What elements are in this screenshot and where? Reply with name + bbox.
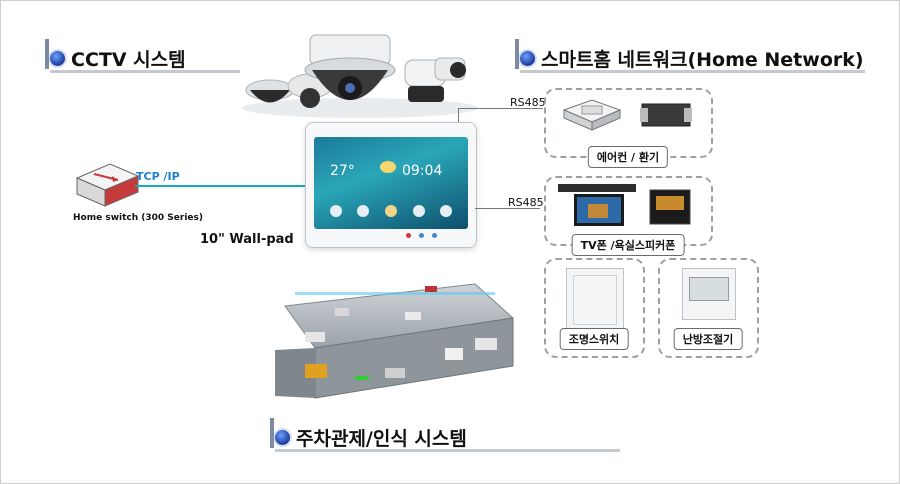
header-bar xyxy=(515,39,519,69)
tv-phone-icon xyxy=(558,184,636,226)
tcp-line xyxy=(135,185,305,187)
bullet-icon xyxy=(520,51,535,66)
app-icon xyxy=(440,205,453,217)
wallpad-buttons xyxy=(406,233,437,238)
light-tag: 조명스위치 xyxy=(559,328,629,350)
light-box: 조명스위치 xyxy=(544,258,645,358)
aircon-cassette-icon xyxy=(562,99,622,131)
rs485-line-mid xyxy=(475,208,540,209)
button-icon xyxy=(419,233,424,238)
wallpad-device: 27° 09:04 xyxy=(305,122,477,248)
cctv-title: CCTV 시스템 xyxy=(71,49,186,71)
parking-rule xyxy=(275,449,620,452)
rs485-line-top xyxy=(458,108,543,109)
app-icon xyxy=(357,205,370,217)
screen-temp: 27° xyxy=(330,163,355,179)
parking-header: 주차관제/인식 시스템 xyxy=(270,418,467,451)
smarthome-header: 스마트홈 네트워크(Home Network) xyxy=(515,39,864,72)
screen-time: 09:04 xyxy=(402,163,443,179)
bathroom-speaker-icon xyxy=(649,189,691,225)
cctv-cameras-image xyxy=(242,34,478,118)
app-icon xyxy=(329,205,342,217)
bullet-icon xyxy=(50,51,65,66)
cctv-header: CCTV 시스템 xyxy=(45,39,186,72)
header-bar xyxy=(270,418,274,448)
parking-title: 주차관제/인식 시스템 xyxy=(296,428,467,450)
tcp-label: TCP /IP xyxy=(136,170,180,183)
tv-box: TV폰 /욕실스피커폰 xyxy=(544,176,713,256)
parking-illustration xyxy=(275,283,515,399)
light-switch-icon xyxy=(566,268,624,332)
rs485-top-label: RS485 xyxy=(510,96,546,109)
bullet-icon xyxy=(275,430,290,445)
aircon-box: 에어컨 / 환기 xyxy=(544,88,713,168)
smarthome-rule xyxy=(520,70,865,73)
aircon-tag: 에어컨 / 환기 xyxy=(587,146,669,168)
app-icon xyxy=(412,205,425,217)
wallpad-label: 10" Wall-pad xyxy=(200,232,294,247)
tv-tag: TV폰 /욕실스피커폰 xyxy=(571,234,685,256)
heating-box: 난방조절기 xyxy=(658,258,759,358)
wallpad-screen: 27° 09:04 xyxy=(314,137,468,229)
cctv-rule xyxy=(50,70,240,73)
screen-app-icons xyxy=(322,205,460,217)
weather-icon xyxy=(380,161,396,173)
app-icon xyxy=(384,205,397,217)
thermostat-icon xyxy=(682,268,736,320)
rs485-mid-label: RS485 xyxy=(508,196,544,209)
smarthome-title: 스마트홈 네트워크(Home Network) xyxy=(541,49,864,71)
header-bar xyxy=(45,39,49,69)
home-switch-icon xyxy=(75,163,140,207)
button-icon xyxy=(432,233,437,238)
rs485-line-up xyxy=(458,108,459,122)
button-icon xyxy=(406,233,411,238)
ventilator-icon xyxy=(640,103,692,127)
heating-tag: 난방조절기 xyxy=(673,328,743,350)
thermostat-display xyxy=(689,277,729,301)
switch-face xyxy=(573,275,617,325)
switch-label: Home switch (300 Series) xyxy=(73,213,203,223)
